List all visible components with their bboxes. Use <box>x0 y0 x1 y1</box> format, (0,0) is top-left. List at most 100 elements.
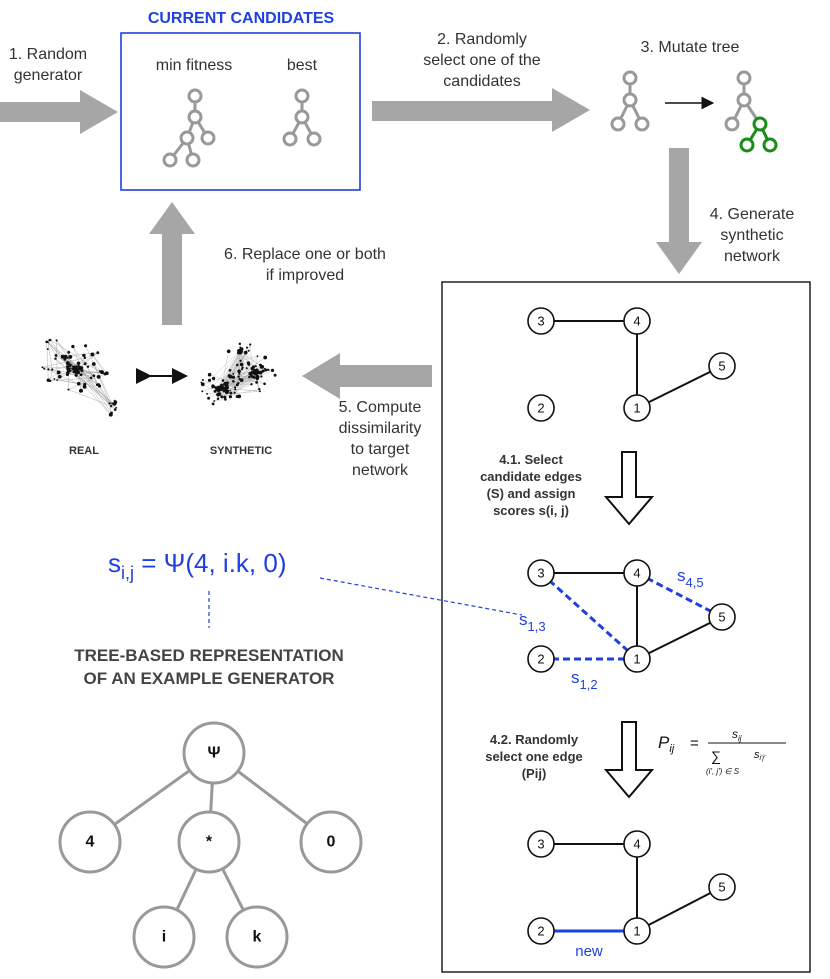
network-edge <box>42 357 86 368</box>
network-node <box>108 402 111 405</box>
step2-line3: candidates <box>443 73 520 90</box>
arrow-step5 <box>302 353 432 399</box>
network-edge <box>76 375 85 385</box>
mutate-tree-before <box>610 70 650 132</box>
network-node <box>231 375 236 379</box>
arrow-step2 <box>372 88 590 132</box>
network-edge <box>47 342 81 369</box>
network-node <box>74 370 78 374</box>
network-edge <box>221 351 229 389</box>
graph-with-new-edge: 3 4 5 2 1 <box>527 830 736 945</box>
step5-line4: network <box>352 462 409 479</box>
svg-text:(i′, j′) ∈ S: (i′, j′) ∈ S <box>706 767 740 776</box>
network-edge <box>92 354 107 374</box>
step6-line2: if improved <box>266 267 344 284</box>
network-node <box>253 370 257 374</box>
network-node <box>211 386 214 389</box>
network-node <box>67 350 71 354</box>
svg-text:4: 4 <box>86 834 95 851</box>
tree-caption-line2: OF AN EXAMPLE GENERATOR <box>84 669 335 688</box>
network-edge <box>214 399 226 402</box>
network-node <box>51 368 54 371</box>
network-node <box>84 344 88 348</box>
network-edge <box>46 341 76 368</box>
network-edge <box>202 385 222 392</box>
network-edge <box>217 391 261 395</box>
network-node <box>235 394 239 399</box>
network-node <box>223 395 227 399</box>
network-node <box>220 395 224 399</box>
network-edge <box>235 369 269 388</box>
network-node <box>215 387 219 391</box>
real-label: REAL <box>69 445 99 457</box>
network-node <box>255 381 258 384</box>
network-node <box>46 348 49 351</box>
substep42-line3: (Pij) <box>522 766 547 781</box>
network-edge <box>50 369 53 381</box>
network-node <box>89 376 93 380</box>
network-node <box>239 347 244 351</box>
svg-text:2: 2 <box>537 924 544 939</box>
network-node <box>57 374 62 379</box>
network-node <box>224 398 227 401</box>
network-node <box>259 365 263 369</box>
network-node <box>250 370 253 373</box>
network-node <box>239 362 244 367</box>
network-node <box>90 352 95 357</box>
network-node <box>68 363 72 367</box>
network-node <box>76 361 81 366</box>
hollow-arrow-1 <box>603 451 655 526</box>
graph-candidate-edges: 3 4 5 2 1 <box>527 559 736 673</box>
new-subtree <box>739 116 778 153</box>
network-node <box>237 349 241 353</box>
network-node <box>237 375 240 378</box>
network-node <box>228 395 233 399</box>
network-node <box>201 390 204 393</box>
svg-text:2: 2 <box>537 401 544 416</box>
candidate-edge-4-5 <box>636 571 723 619</box>
network-node <box>226 349 231 354</box>
arrow-step6 <box>149 202 195 325</box>
generator-formula: si,j = Ψ(4, i.k, 0) <box>108 548 286 583</box>
tree-node-mult <box>177 810 241 874</box>
network-node <box>98 370 101 373</box>
svg-text:∑: ∑ <box>711 748 721 764</box>
network-edge <box>55 358 69 369</box>
candidates-box <box>120 32 361 191</box>
network-node <box>232 380 235 383</box>
score-s12: s1,2 <box>571 668 598 692</box>
synthetic-label: SYNTHETIC <box>210 445 272 457</box>
network-node <box>220 384 223 387</box>
svg-text:4: 4 <box>633 566 640 581</box>
network-node <box>100 370 104 375</box>
formula-to-score-connector <box>319 577 523 616</box>
score-s45: s4,5 <box>677 566 704 590</box>
network-node <box>230 375 233 377</box>
network-node <box>216 397 220 401</box>
candidates-title: CURRENT CANDIDATES <box>148 10 335 27</box>
network-node <box>225 391 229 395</box>
probability-formula: Pij = sij ∑ si′j′ (i′, j′) ∈ S <box>658 727 786 776</box>
tree-node-4 <box>58 810 122 874</box>
network-node <box>82 353 86 358</box>
network-node <box>249 343 252 346</box>
network-node <box>200 382 205 387</box>
network-node <box>110 405 113 408</box>
tree-node-i <box>132 905 196 969</box>
real-network-thumbnail <box>41 338 118 417</box>
network-node <box>261 369 265 373</box>
network-node <box>74 373 78 377</box>
best-label: best <box>287 57 318 74</box>
network-edge <box>70 370 111 415</box>
network-node <box>207 396 211 400</box>
network-node <box>237 369 241 374</box>
network-node <box>67 388 70 391</box>
step4-line1: 4. Generate <box>710 206 795 223</box>
network-edge <box>80 374 112 407</box>
candidate-edge-1-3 <box>539 571 639 661</box>
network-node <box>254 365 257 368</box>
network-node <box>263 367 266 370</box>
svg-text:4: 4 <box>633 837 640 852</box>
network-node <box>96 375 101 379</box>
